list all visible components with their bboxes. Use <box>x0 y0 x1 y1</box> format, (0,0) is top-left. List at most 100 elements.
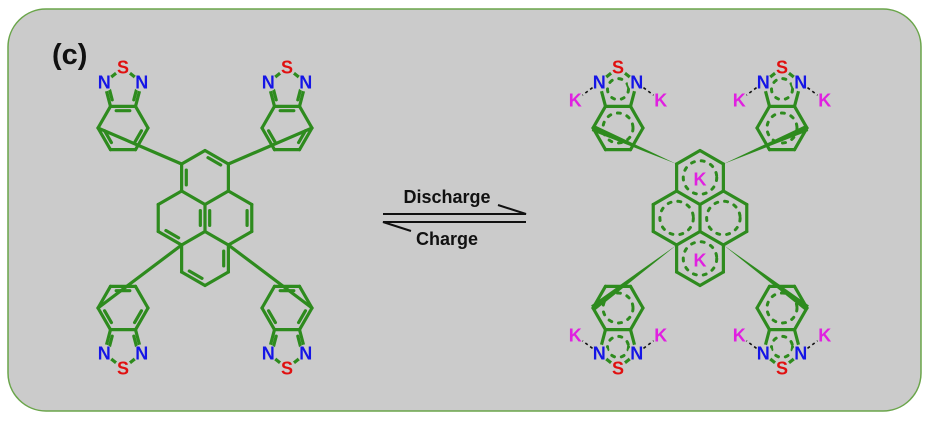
top-right-potassium-a: K <box>733 91 746 111</box>
core-potassium-top: K <box>694 170 707 190</box>
pyrene-bond <box>180 270 207 288</box>
bottom-right-benzo-bond <box>260 306 277 332</box>
top-right-delocalized-ring <box>770 77 794 102</box>
equilibrium-arrows: Discharge Charge <box>382 187 527 249</box>
bottom-right-label-bg <box>754 344 773 363</box>
top-left-atom-sulfur: S <box>117 58 129 78</box>
bottom-right-label-bg <box>259 344 278 363</box>
pyrene-bond <box>675 189 702 207</box>
bottom-left-label-bg <box>95 344 114 363</box>
bottom-right-benzo-bond <box>792 306 809 332</box>
top-left-label-bg <box>132 73 151 92</box>
top-left-benzo-bond <box>628 104 645 130</box>
pyrene-bond <box>180 148 207 166</box>
core-potassium-bottom: K <box>694 251 707 271</box>
bottom-left-benzo-bond <box>133 306 150 332</box>
bottom-left-atom-nitrogen: N <box>593 343 606 363</box>
delocalized-ring <box>705 199 742 237</box>
pyrene-double-bond <box>164 228 181 240</box>
bottom-left-benzo-bond <box>96 306 113 332</box>
top-left-atom-nitrogen: N <box>98 73 111 93</box>
pyrene-bond <box>226 189 254 207</box>
pyrene-bond <box>698 270 725 288</box>
pyrene-bond <box>675 270 702 288</box>
top-right-label-bg <box>773 58 791 77</box>
top-right-label-bg <box>296 73 315 92</box>
top-right-atom-nitrogen: N <box>299 73 312 93</box>
bottom-left-atom-sulfur: S <box>117 358 129 378</box>
top-left-label-bg <box>590 73 609 92</box>
bottom-right-delocalized-ring <box>770 334 794 359</box>
bottom-left-potassium-a-coordination <box>581 340 594 350</box>
bottom-left-benzo-double <box>133 309 143 325</box>
pyrene-bond <box>651 229 679 247</box>
bottom-left-benzo-double <box>102 309 114 325</box>
forward-arrow <box>383 204 527 215</box>
bottom-left-delocalized-ring <box>606 334 630 359</box>
top-right-benzo-bond <box>792 104 809 130</box>
top-right-label-bg <box>278 58 296 77</box>
top-left-atom-nitrogen: N <box>630 73 643 93</box>
pyrene-bond <box>180 189 207 207</box>
bottom-right-atom-nitrogen: N <box>794 343 807 363</box>
pyrene-bond <box>698 189 725 207</box>
bottom-right-benzo-bond <box>297 306 314 332</box>
bottom-right-benzo-bond <box>755 306 772 332</box>
top-right-atom-sulfur: S <box>776 58 788 78</box>
bottom-left-benzo-bond <box>628 284 645 310</box>
top-right-benzo-bond <box>260 104 277 130</box>
bottom-right-potassium-b: K <box>818 325 831 345</box>
pyrene-bond <box>156 229 184 247</box>
top-left-atom-nitrogen: N <box>593 73 606 93</box>
bottom-left-potassium-b-coordination <box>642 340 655 350</box>
delocalized-ring <box>658 199 695 237</box>
top-left-benzo-double <box>102 129 114 145</box>
top-right-link-bond <box>226 126 314 166</box>
bottom-left-atom-nitrogen: N <box>630 343 643 363</box>
top-left-link-bond <box>96 126 184 166</box>
pyrene-double-bond <box>206 156 223 167</box>
top-left-label-bg <box>609 58 627 77</box>
bottom-right-atom-nitrogen: N <box>299 343 312 363</box>
bottom-left-atom-nitrogen: N <box>98 343 111 363</box>
discharge-label: Discharge <box>403 187 490 207</box>
bottom-right-delocalized-ring <box>765 291 799 325</box>
bottom-left-link-bond <box>96 243 184 310</box>
bottom-right-atom-nitrogen: N <box>262 343 275 363</box>
pyrene-bond <box>203 229 230 247</box>
top-left-label-bg <box>627 73 646 92</box>
pyrene-bond <box>180 229 207 247</box>
charge-label: Charge <box>416 229 478 249</box>
bottom-right-link-bond <box>226 243 314 310</box>
top-right-potassium-b-coordination <box>806 86 819 96</box>
bottom-left-label-bg <box>590 344 609 363</box>
top-left-link-wedge <box>591 125 677 164</box>
bottom-right-potassium-b-coordination <box>806 340 819 350</box>
pyrene-bond <box>698 229 725 247</box>
top-left-label-bg <box>114 58 132 77</box>
bottom-right-benzo-bond <box>260 284 277 310</box>
panel-label: (c) <box>52 39 87 71</box>
pyrene-bond <box>226 229 254 247</box>
bottom-right-benzo-bond <box>755 284 772 310</box>
bottom-right-label-bg <box>296 344 315 363</box>
top-left-atom-nitrogen: N <box>135 73 148 93</box>
top-right-label-bg <box>791 73 810 92</box>
top-left-benzo-double <box>133 129 143 145</box>
bottom-left-delocalized-ring <box>601 291 635 325</box>
bottom-left-potassium-b: K <box>654 325 667 345</box>
bottom-left-label-bg <box>627 344 646 363</box>
top-right-atom-nitrogen: N <box>794 73 807 93</box>
top-left-benzo-bond <box>133 104 150 130</box>
pyrene-bond <box>156 189 184 207</box>
bottom-left-benzo-bond <box>96 284 113 310</box>
bottom-left-benzo-bond <box>133 284 150 310</box>
top-right-atom-nitrogen: N <box>757 73 770 93</box>
top-left-potassium-b: K <box>654 91 667 111</box>
top-right-benzo-double <box>297 129 307 145</box>
bottom-right-potassium-a: K <box>733 325 746 345</box>
top-left-benzo-bond <box>96 104 113 130</box>
pyrene-bond <box>675 148 702 166</box>
